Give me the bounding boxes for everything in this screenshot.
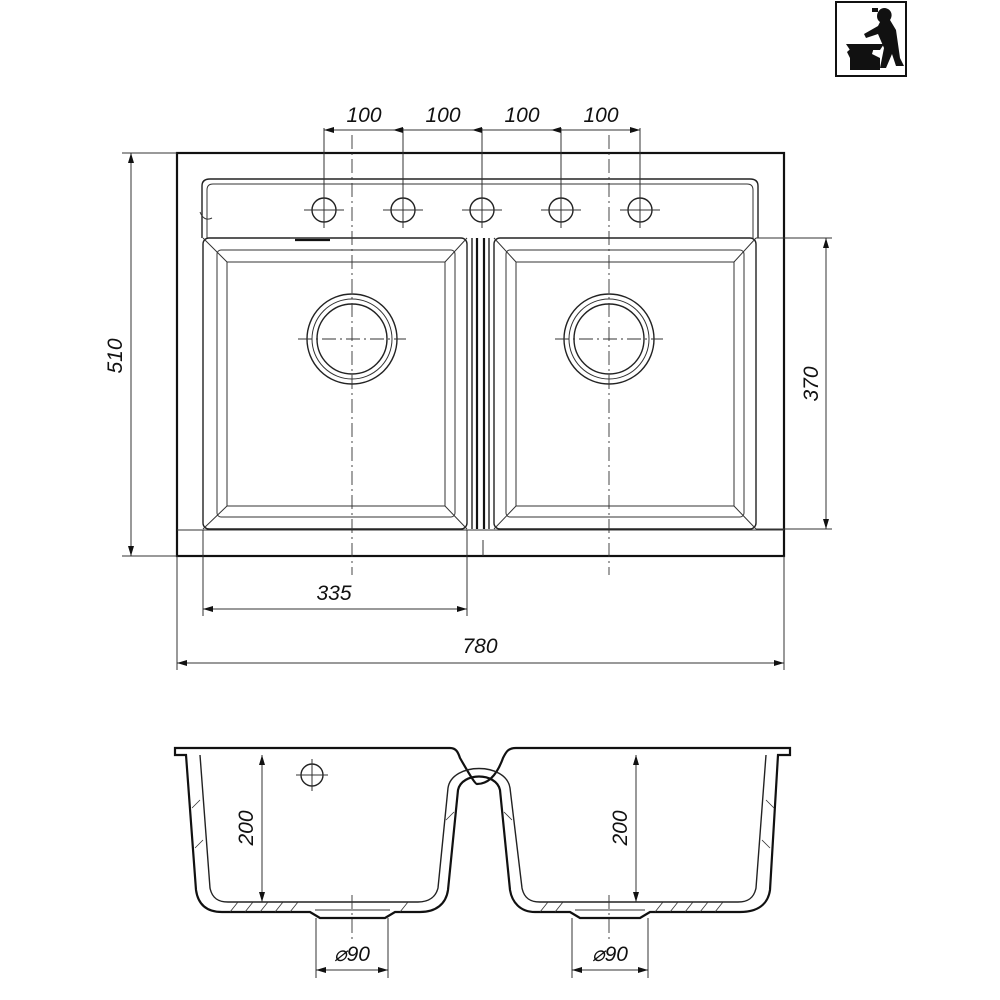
inner-rim: [201, 178, 759, 238]
top-view: 100 100 100 100 510 370 335: [104, 104, 832, 670]
tap-spacing-label-4: 100: [583, 104, 618, 127]
dim-bowl-length: 370: [756, 237, 832, 530]
sink-outline: [175, 151, 786, 558]
overall-depth-label: 510: [104, 338, 127, 373]
dim-right-drain-diameter: ⌀90: [571, 918, 649, 978]
right-bowl-depth-label: 200: [609, 810, 632, 846]
bowl-width-label: 335: [316, 582, 351, 605]
right-drain-diameter-label: ⌀90: [592, 943, 628, 966]
dim-right-bowl-depth: 200: [609, 755, 639, 902]
tap-spacing-label-1: 100: [346, 104, 381, 127]
left-bowl-depth-label: 200: [235, 810, 258, 846]
bowl-length-label: 370: [800, 366, 823, 401]
section-hatching: [191, 799, 775, 913]
section-view: 200 200 ⌀90 ⌀90: [173, 746, 792, 978]
dim-overall-width: 780: [176, 556, 785, 670]
left-bowl: [202, 237, 468, 530]
tap-spacing-label-3: 100: [504, 104, 539, 127]
bowl-divider: [471, 238, 490, 529]
dim-overall-depth: 510: [104, 152, 177, 557]
dim-tap-spacing: 100 100 100 100: [324, 104, 640, 133]
left-drain-diameter-label: ⌀90: [334, 943, 370, 966]
right-bowl: [493, 237, 757, 530]
dim-left-bowl-depth: 200: [235, 755, 265, 902]
craftsman-anvil-logo-icon: [835, 1, 907, 77]
overall-width-label: 780: [462, 635, 497, 658]
section-outer-profile: [173, 746, 792, 920]
tap-holes: [304, 128, 660, 228]
tap-spacing-label-2: 100: [425, 104, 460, 127]
dim-left-drain-diameter: ⌀90: [315, 918, 389, 978]
dim-bowl-width: 335: [202, 530, 468, 616]
